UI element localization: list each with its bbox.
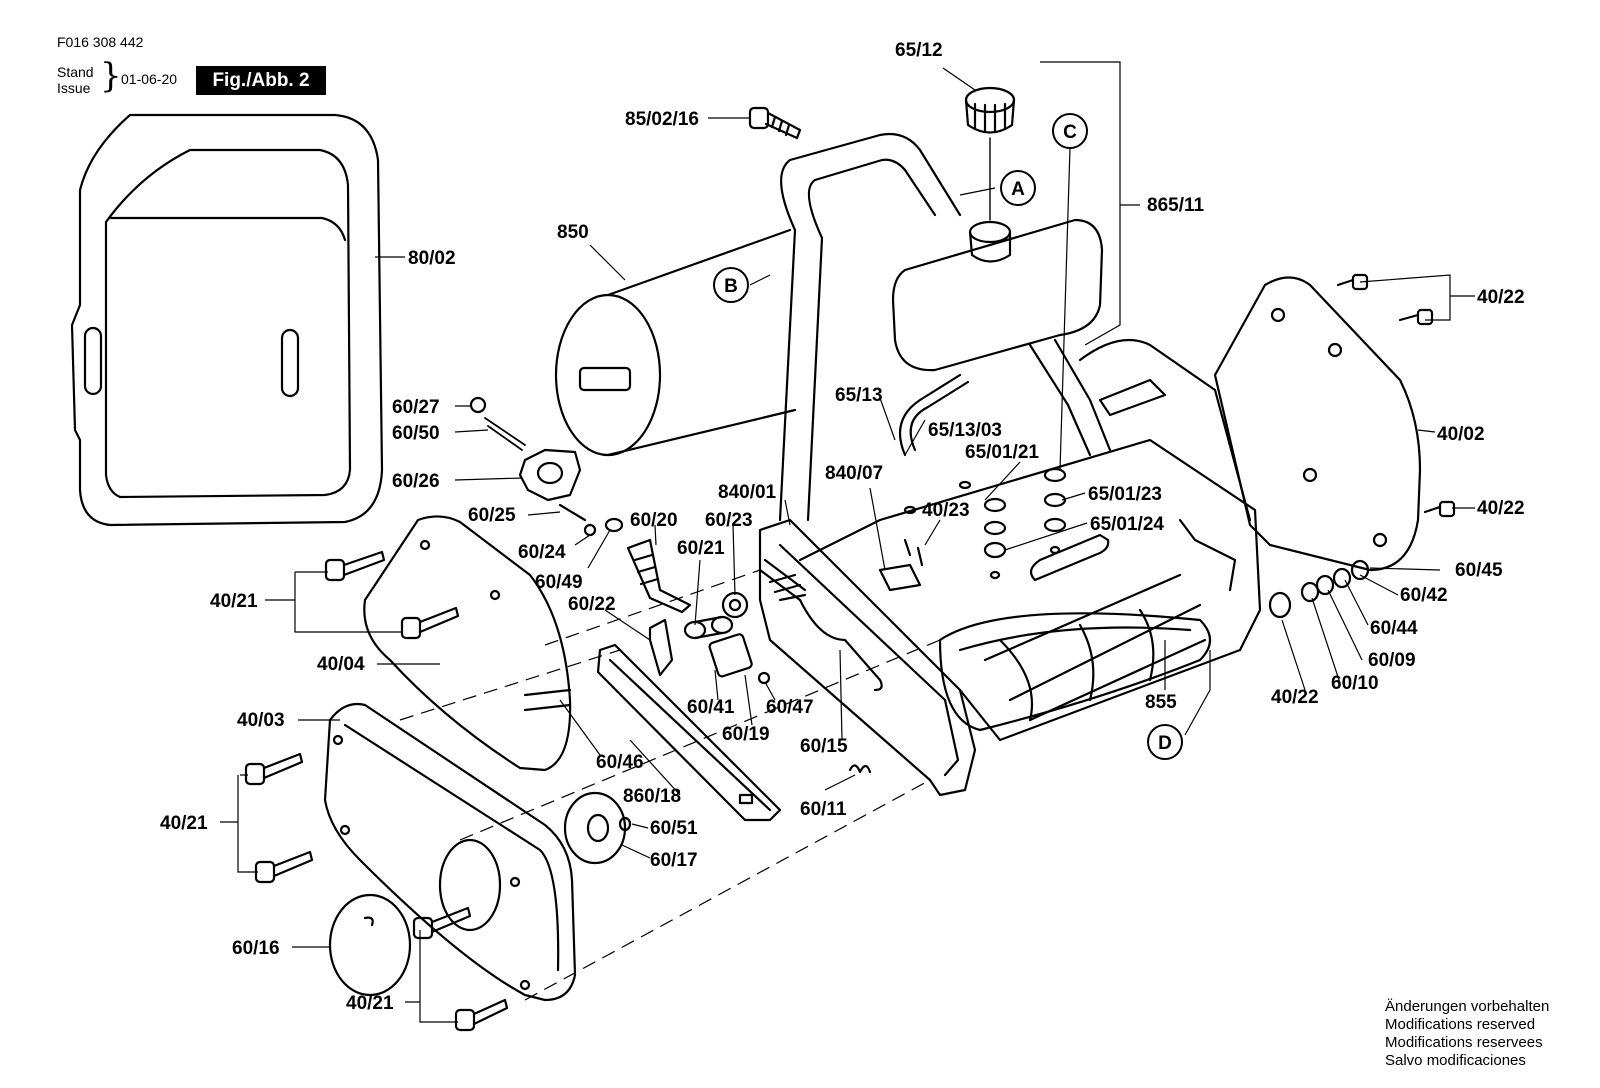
part-label: 60/49 [535, 572, 583, 593]
roller-drawing [554, 228, 797, 457]
footer-line-de: Änderungen vorbehalten [1385, 998, 1550, 1015]
callout-c: C [1063, 122, 1077, 143]
part-label: 60/45 [1455, 560, 1503, 581]
figure-badge: Fig./Abb. 2 [196, 66, 326, 95]
part-label: 40/21 [346, 993, 394, 1014]
reel-drawing [938, 573, 1212, 732]
part-label: 840/01 [718, 482, 777, 503]
cap-disc-drawing [328, 893, 412, 997]
part-label: 60/17 [650, 850, 698, 871]
footer-line-es: Salvo modificaciones [1385, 1052, 1526, 1069]
part-label: 40/22 [1477, 498, 1525, 519]
part-label: 65/12 [895, 40, 943, 61]
part-label: 855 [1145, 692, 1177, 713]
part-label: 65/01/23 [1088, 484, 1162, 505]
part-label: 60/27 [392, 397, 440, 418]
part-label: 65/13/03 [928, 420, 1002, 441]
part-label: 65/01/24 [1090, 514, 1164, 535]
footer-line-en: Modifications reserved [1385, 1016, 1536, 1033]
part-label: 65/13 [835, 385, 883, 406]
part-label: 60/20 [630, 510, 678, 531]
part-label: 60/16 [232, 938, 280, 959]
side-plate-drawing [1213, 276, 1422, 572]
small-parts-drawing [583, 517, 924, 774]
modifications-notice: Änderungen vorbehalten Modifications res… [1385, 998, 1549, 1070]
document-number: F016 308 442 [57, 34, 144, 50]
part-label: 40/21 [210, 591, 258, 612]
callout-b: B [724, 276, 738, 297]
part-label: 60/47 [766, 697, 814, 718]
part-label: 40/04 [317, 654, 365, 675]
part-label: 40/22 [1271, 687, 1319, 708]
alignment-lines [399, 569, 941, 1001]
callout-a: A [1011, 179, 1025, 200]
part-label: 60/51 [650, 818, 698, 839]
part-label: 60/23 [705, 510, 753, 531]
brace-glyph: } [100, 56, 122, 96]
part-label: 60/10 [1331, 673, 1379, 694]
part-label: 860/18 [623, 786, 681, 807]
part-label: 60/11 [800, 799, 847, 820]
part-label: 60/15 [800, 736, 848, 757]
issue-date: 01-06-20 [121, 71, 178, 87]
callout-circles [713, 113, 1183, 760]
part-label: 60/25 [468, 505, 516, 526]
part-label: 850 [557, 222, 589, 243]
chain-cover-drawing [363, 515, 572, 772]
part-label: 85/02/16 [625, 109, 699, 130]
tank-drawing [891, 218, 1104, 372]
outer-cover-drawing [323, 702, 577, 1002]
screws-drawing [244, 273, 1456, 1032]
part-label: 60/41 [687, 697, 735, 718]
footer-line-fr: Modifications reservees [1385, 1034, 1543, 1051]
part-label: 65/01/21 [965, 442, 1039, 463]
leader-lines [220, 61, 1475, 1023]
callout-letters: A B C D [724, 122, 1172, 754]
part-label: 60/22 [568, 594, 616, 615]
part-label: 40/21 [160, 813, 208, 834]
washer-60-17-drawing [563, 791, 632, 865]
rail-drawing [596, 643, 782, 822]
part-label: 60/44 [1370, 618, 1418, 639]
part-labels: 65/12 85/02/16 865/11 850 80/02 40/22 40… [160, 40, 1525, 1014]
issue-label: Issue [57, 80, 91, 96]
hose-drawing [898, 373, 1067, 580]
stand-label: Stand [57, 64, 94, 80]
handle-drawing [778, 132, 1112, 522]
filler-cap-drawing [964, 86, 1016, 221]
part-label: 865/11 [1147, 195, 1204, 216]
part-label: 80/02 [408, 248, 456, 269]
part-label: 60/24 [518, 542, 566, 563]
part-label: 60/26 [392, 471, 440, 492]
part-label: 60/46 [596, 752, 644, 773]
part-label: 40/02 [1437, 424, 1485, 445]
part-label: 40/23 [922, 500, 970, 521]
part-label: 60/42 [1400, 585, 1448, 606]
part-label: 60/09 [1368, 650, 1416, 671]
bolt-85-drawing [748, 106, 802, 140]
part-label: 60/50 [392, 423, 440, 444]
part-label: 60/21 [677, 538, 725, 559]
part-label: 840/07 [825, 463, 883, 484]
callout-d: D [1158, 733, 1172, 754]
grass-box-drawing [70, 113, 384, 527]
frame-drawing [758, 338, 1262, 797]
part-label: 60/19 [722, 724, 770, 745]
part-label: 40/03 [237, 710, 285, 731]
stand-issue-block: Stand Issue [57, 64, 94, 96]
knob-drawing [469, 396, 587, 522]
part-label: 40/22 [1477, 287, 1525, 308]
